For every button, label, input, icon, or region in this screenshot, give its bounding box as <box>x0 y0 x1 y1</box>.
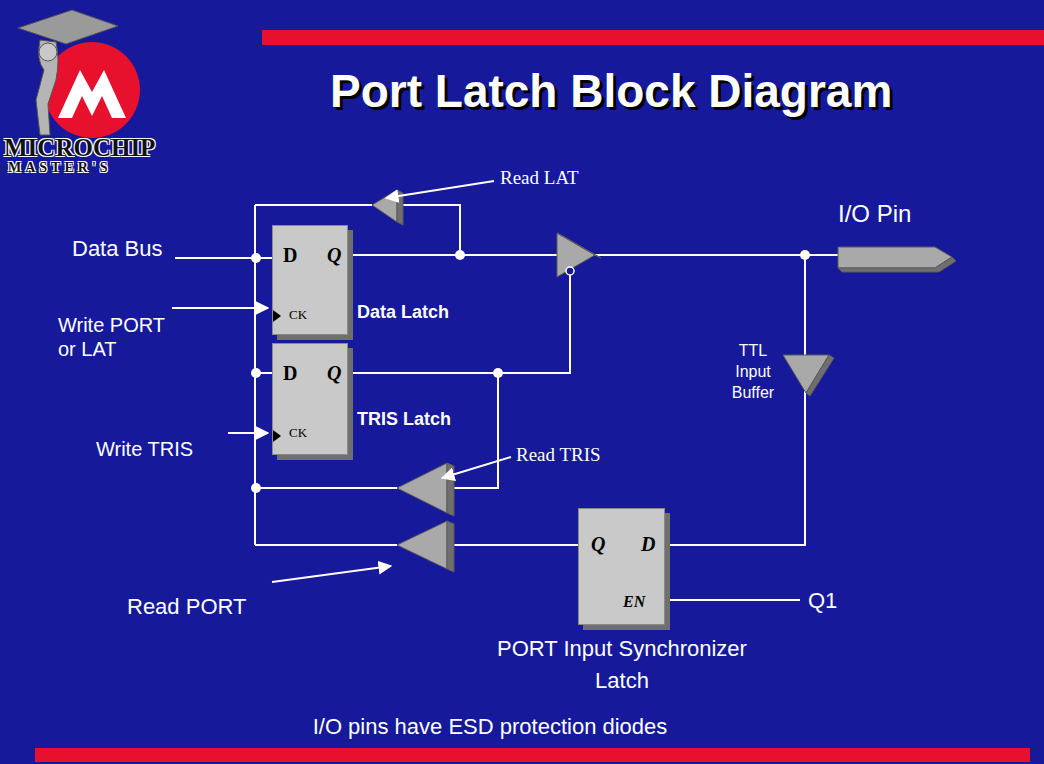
logo-wordmark: MICROCHIP <box>4 134 155 163</box>
latch-name: Data Latch <box>357 302 449 323</box>
latch-name: PORT Input Synchronizer Latch <box>497 633 747 697</box>
top-red-bar <box>262 30 1044 45</box>
pin-d: D <box>283 244 297 267</box>
clock-phase: Q1 <box>808 588 837 613</box>
port-sync-latch: QDENPORT Input Synchronizer Latch <box>578 508 665 625</box>
buffer-name: TTL Input Buffer <box>720 340 786 403</box>
pin-ck: CK <box>289 308 307 323</box>
clock-marker <box>273 430 281 442</box>
pin-q: Q <box>591 533 605 556</box>
pin-q: Q <box>327 244 341 267</box>
signal-name: Write PORT or LAT <box>58 313 183 361</box>
pin-d: D <box>641 533 655 556</box>
logo-subtitle: MASTER'S <box>8 160 112 176</box>
data-latch: DQCKData Latch <box>272 225 348 335</box>
signal-name: Read PORT <box>127 594 246 619</box>
signal-name: Read TRIS <box>516 444 601 466</box>
bottom-red-bar <box>35 748 1030 762</box>
microchip-logo <box>18 10 140 138</box>
slide-title: Port Latch Block Diagram <box>330 64 892 118</box>
pin-name: I/O Pin <box>838 200 911 228</box>
caption-note: I/O pins have ESD protection diodes <box>0 714 980 740</box>
signal-name: Read LAT <box>500 167 579 189</box>
pin-en: EN <box>623 593 645 611</box>
pointer-arrows <box>172 181 511 582</box>
clock-marker <box>273 310 281 322</box>
latch-name: TRIS Latch <box>357 409 451 430</box>
signal-name: Write TRIS <box>96 438 193 461</box>
pin-d: D <box>283 362 297 385</box>
wires <box>175 205 838 600</box>
pin-q: Q <box>327 362 341 385</box>
bus-name: Data Bus <box>72 236 163 261</box>
pin-ck: CK <box>289 426 307 441</box>
tris-latch: DQCKTRIS Latch <box>272 343 348 455</box>
